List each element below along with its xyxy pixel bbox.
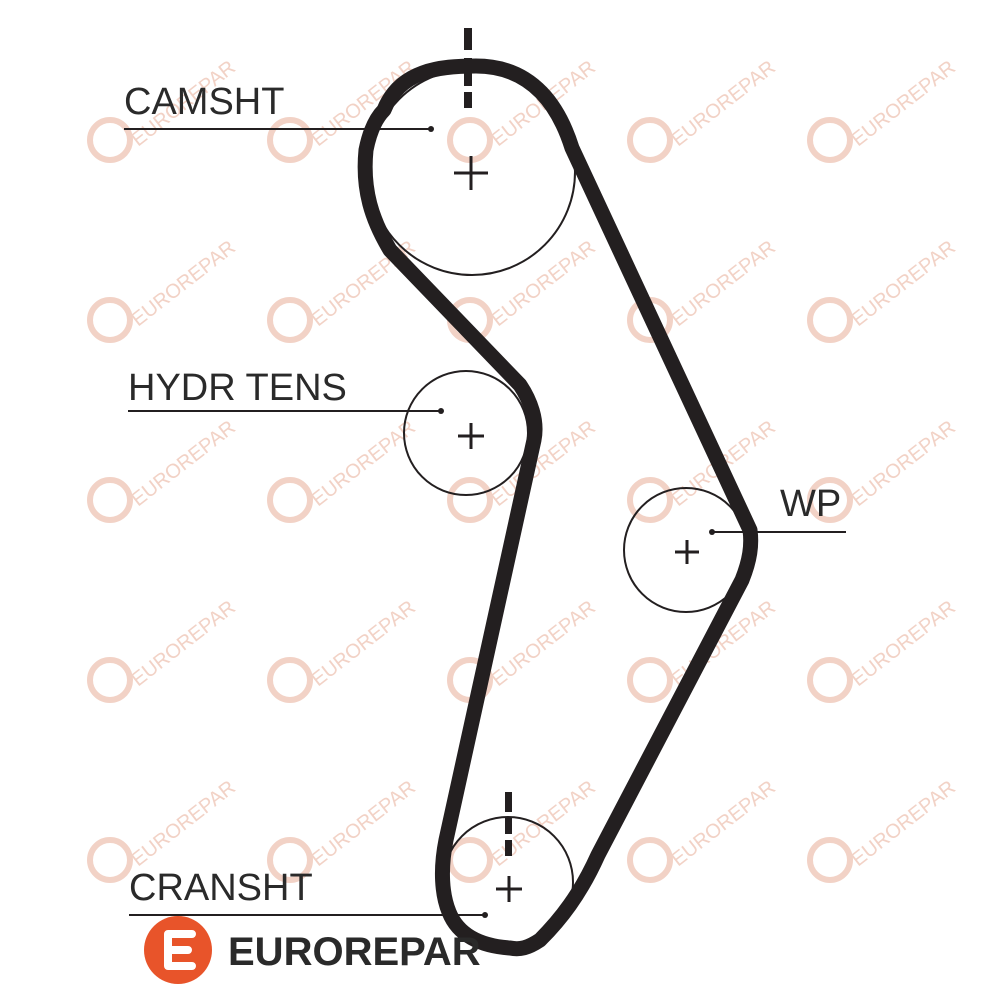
watermark-logo-icon: EUROREPAR	[627, 57, 780, 163]
water-pump-leader	[709, 529, 846, 535]
crankshaft-leader	[129, 912, 488, 918]
watermark-logo-icon: EUROREPAR	[267, 777, 420, 883]
watermark-logo-icon: EUROREPAR	[807, 777, 960, 883]
svg-text:EUROREPAR: EUROREPAR	[308, 777, 420, 871]
water-pump-label: WP	[780, 483, 841, 525]
watermark-logo-icon: EUROREPAR	[267, 57, 420, 163]
svg-text:EUROREPAR: EUROREPAR	[848, 597, 960, 691]
svg-text:EUROREPAR: EUROREPAR	[488, 237, 600, 331]
svg-text:EUROREPAR: EUROREPAR	[308, 417, 420, 511]
eurorepar-logo: EUROREPAR	[144, 916, 481, 984]
svg-text:EUROREPAR: EUROREPAR	[848, 237, 960, 331]
svg-text:EUROREPAR: EUROREPAR	[308, 237, 420, 331]
tensioner-label: HYDR TENS	[128, 367, 347, 409]
svg-text:EUROREPAR: EUROREPAR	[488, 417, 600, 511]
svg-text:EUROREPAR: EUROREPAR	[488, 597, 600, 691]
svg-text:EUROREPAR: EUROREPAR	[848, 777, 960, 871]
water-pump-center-plus-icon	[675, 540, 699, 564]
watermark-logo-icon: EUROREPAR	[87, 237, 240, 343]
svg-text:EUROREPAR: EUROREPAR	[848, 417, 960, 511]
watermark-logo-icon: EUROREPAR	[807, 57, 960, 163]
camshaft-label: CAMSHT	[124, 81, 284, 123]
svg-text:EUROREPAR: EUROREPAR	[668, 57, 780, 151]
watermark-logo-icon: EUROREPAR	[87, 777, 240, 883]
watermark-logo-icon: EUROREPAR	[267, 597, 420, 703]
watermark-logo-icon: EUROREPAR	[447, 597, 600, 703]
svg-text:EUROREPAR: EUROREPAR	[128, 777, 240, 871]
watermark-logo-icon: EUROREPAR	[87, 597, 240, 703]
eurorepar-logo-text: EUROREPAR	[228, 930, 481, 974]
watermark-logo-icon: EUROREPAR	[627, 777, 780, 883]
timing-belt	[357, 58, 759, 957]
watermark-logo-icon: EUROREPAR	[807, 597, 960, 703]
camshaft-center-plus-icon	[454, 156, 488, 190]
watermark-logo-icon: EUROREPAR	[87, 417, 240, 523]
watermark-logo-icon: EUROREPAR	[447, 237, 600, 343]
watermark-logo-icon: EUROREPAR	[807, 237, 960, 343]
tensioner-center-plus-icon	[458, 423, 484, 449]
crankshaft-center-plus-icon	[496, 876, 522, 902]
svg-text:EUROREPAR: EUROREPAR	[668, 777, 780, 871]
svg-text:EUROREPAR: EUROREPAR	[128, 597, 240, 691]
svg-text:EUROREPAR: EUROREPAR	[488, 777, 600, 871]
tensioner-leader	[128, 408, 444, 414]
svg-text:EUROREPAR: EUROREPAR	[848, 57, 960, 151]
svg-text:EUROREPAR: EUROREPAR	[308, 597, 420, 691]
tensioner-pulley	[403, 370, 529, 496]
svg-text:EUROREPAR: EUROREPAR	[668, 237, 780, 331]
camshaft-timing-mark-icon	[464, 28, 472, 108]
crankshaft-label: CRANSHT	[129, 867, 313, 909]
svg-text:EUROREPAR: EUROREPAR	[128, 237, 240, 331]
watermark-logo-icon: EUROREPAR	[267, 417, 420, 523]
camshaft-leader	[124, 126, 434, 132]
svg-text:EUROREPAR: EUROREPAR	[128, 417, 240, 511]
crankshaft-timing-mark-icon	[505, 792, 512, 856]
